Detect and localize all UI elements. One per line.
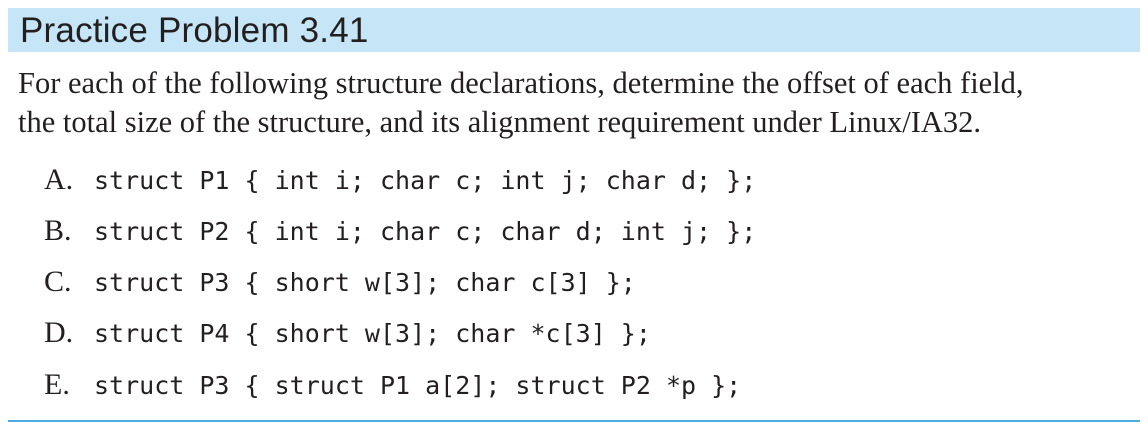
item-letter: C.	[44, 265, 72, 298]
item-code: struct P2 { int i; char c; char d; int j…	[94, 217, 757, 246]
bottom-divider	[8, 420, 1140, 422]
item-code: struct P3 { short w[3]; char c[3] };	[94, 268, 636, 297]
item-letter: E.	[44, 368, 70, 401]
list-item-a: A. struct P1 { int i; char c; int j; char…	[44, 160, 756, 200]
header-bar	[8, 8, 1140, 52]
page-title: Practice Problem 3.41	[20, 11, 369, 50]
item-code: struct P3 { struct P1 a[2]; struct P2 *p…	[94, 371, 742, 400]
intro-line-1: For each of the following structure decl…	[18, 66, 1024, 100]
item-letter: A.	[44, 163, 74, 196]
item-code: struct P4 { short w[3]; char *c[3] };	[94, 319, 651, 348]
intro-paragraph: For each of the following structure decl…	[18, 64, 1143, 142]
item-letter: D.	[44, 316, 74, 349]
intro-line-2: the total size of the structure, and its…	[18, 105, 982, 139]
list-item-e: E. struct P3 { struct P1 a[2]; struct P2 …	[44, 365, 741, 405]
item-letter: B.	[44, 214, 72, 247]
list-item-b: B. struct P2 { int i; char c; char d; int…	[44, 211, 756, 251]
list-item-d: D. struct P4 { short w[3]; char *c[3] };	[44, 313, 651, 353]
item-code: struct P1 { int i; char c; int j; char d…	[94, 166, 757, 195]
list-item-c: C. struct P3 { short w[3]; char c[3] };	[44, 262, 636, 302]
